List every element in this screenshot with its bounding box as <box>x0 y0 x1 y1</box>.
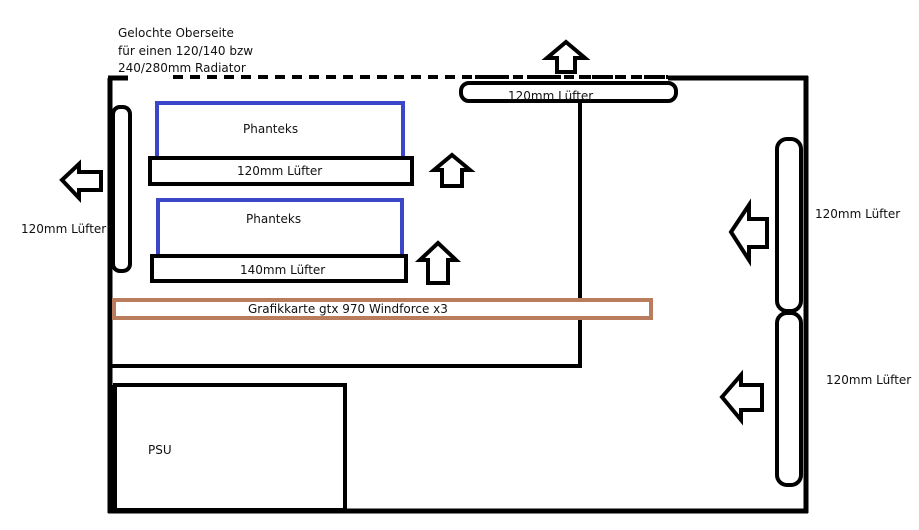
front-fan-bottom <box>775 311 803 487</box>
radiator-1-fan <box>148 156 414 186</box>
rear-fan <box>111 105 132 273</box>
front-fan-top-label: 120mm Lüfter <box>815 207 900 221</box>
radiator-2-fan <box>150 254 408 283</box>
gpu <box>112 298 653 320</box>
radiator-2-label: Phanteks <box>246 212 301 226</box>
front-fan-bottom-label: 120mm Lüfter <box>826 373 911 387</box>
front-fan-top <box>775 137 803 313</box>
psu-label: PSU <box>148 443 172 457</box>
motherboard-compartment <box>110 100 582 368</box>
top-fan-label: 120mm Lüfter <box>508 89 593 103</box>
arrow-left-icon <box>719 369 764 426</box>
arrow-up-icon <box>428 152 476 188</box>
psu <box>113 383 347 512</box>
rear-fan-label: 120mm Lüfter <box>21 222 106 236</box>
gpu-label: Grafikkarte gtx 970 Windforce x3 <box>248 302 448 316</box>
arrow-left-icon <box>728 198 769 267</box>
radiator-2 <box>156 198 404 259</box>
radiator-1 <box>155 101 405 162</box>
radiator-1-fan-label: 120mm Lüfter <box>237 164 322 178</box>
note-line-2: für einen 120/140 bzw <box>118 44 253 58</box>
arrow-up-icon <box>541 39 591 74</box>
radiator-2-fan-label: 140mm Lüfter <box>240 263 325 277</box>
note-line-1: Gelochte Oberseite <box>118 26 234 40</box>
radiator-1-label: Phanteks <box>243 122 298 136</box>
arrow-up-icon <box>414 240 462 285</box>
top-fan <box>459 81 678 103</box>
arrow-left-icon <box>59 159 103 204</box>
note-line-3: 240/280mm Radiator <box>118 61 246 75</box>
